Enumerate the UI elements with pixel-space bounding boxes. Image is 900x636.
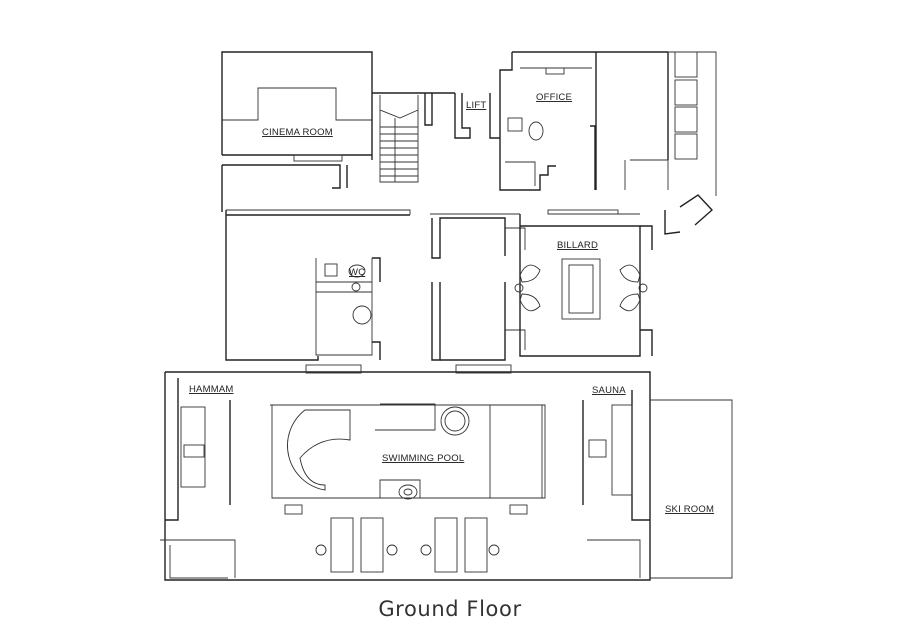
wc-label: WC (349, 267, 365, 278)
ski-room-label: SKI ROOM (665, 504, 714, 515)
lift-label: LIFT (466, 100, 486, 111)
sauna-label: SAUNA (592, 385, 626, 396)
middle-block (225, 209, 681, 361)
billard-label: BILLARD (557, 240, 598, 251)
upper-block (221, 51, 717, 226)
office-label: OFFICE (536, 92, 572, 103)
hammam-label: HAMMAM (189, 384, 233, 395)
plan-title: Ground Floor (378, 597, 521, 621)
cinema-room-label: CINEMA ROOM (262, 127, 333, 138)
lower-block (160, 364, 733, 581)
swimming-pool-label: SWIMMING POOL (382, 453, 464, 464)
